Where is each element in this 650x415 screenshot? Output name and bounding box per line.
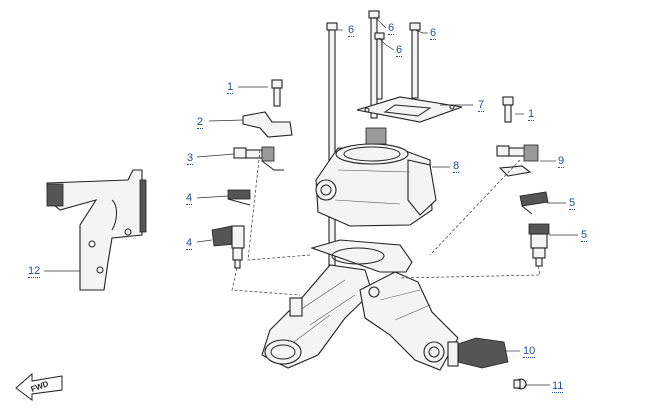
callout-4-left[interactable]: 4: [186, 192, 193, 205]
callout-1-right[interactable]: 1: [528, 108, 535, 121]
intake-manifold: [261, 239, 459, 371]
clip-4-right: [519, 191, 549, 215]
injector-5-right: [528, 223, 550, 267]
bolt-6-right: [409, 22, 421, 99]
callout-6-right[interactable]: 6: [430, 27, 437, 40]
callout-5-left[interactable]: 4: [186, 237, 193, 250]
sensor-10: [447, 337, 509, 369]
callout-9[interactable]: 9: [558, 155, 565, 168]
assembly-guide-lines: [231, 149, 541, 296]
injector-9: [496, 144, 539, 177]
svg-text:FWD: FWD: [30, 379, 50, 394]
injector-3: [233, 146, 284, 171]
callout-10[interactable]: 10: [523, 345, 536, 358]
callout-8[interactable]: 8: [453, 160, 460, 173]
fwd-arrow-icon: [15, 372, 63, 401]
callout-7[interactable]: 7: [478, 99, 485, 112]
callout-5-right[interactable]: 5: [581, 229, 588, 242]
callout-4-right[interactable]: 5: [569, 197, 576, 210]
bracket-2: [242, 111, 293, 138]
injector-5-left: [211, 225, 245, 269]
leader-lines: [44, 16, 578, 386]
fwd-label-text: FWD: [30, 379, 50, 394]
callout-12[interactable]: 12: [28, 265, 41, 278]
callout-6-mid2[interactable]: 6: [396, 44, 403, 57]
callout-6-left[interactable]: 6: [348, 24, 355, 37]
throttle-body-8: [315, 127, 437, 227]
clip-4-left: [227, 189, 251, 206]
bolt-6-mid2: [374, 32, 385, 100]
bolt-1-right: [502, 96, 514, 123]
bracket-12: [46, 169, 147, 291]
bolt-1-left: [271, 79, 283, 107]
callout-1-left[interactable]: 1: [227, 81, 234, 94]
gasket-7: [356, 96, 463, 123]
callout-11[interactable]: 11: [552, 380, 564, 393]
callout-6-mid[interactable]: 6: [388, 22, 395, 35]
callout-2[interactable]: 2: [197, 116, 204, 129]
callout-3[interactable]: 3: [187, 152, 194, 165]
fwd-label: FWD: [18, 372, 68, 407]
screw-11: [513, 378, 527, 390]
